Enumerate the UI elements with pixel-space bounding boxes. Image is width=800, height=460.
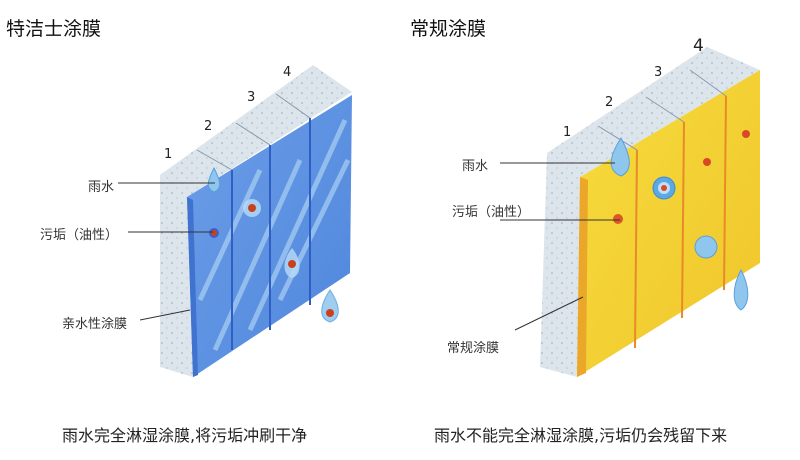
dirt-label: 污垢（油性）	[40, 228, 119, 243]
raindrop-icon	[207, 166, 221, 193]
slab-side-face	[540, 153, 580, 377]
dirt-spot	[661, 185, 667, 191]
slab-top-face	[160, 65, 352, 197]
dirt-label: 污垢（油性）	[452, 205, 531, 220]
falling-drop-icon	[321, 289, 339, 323]
slab-top-face	[547, 47, 760, 177]
panel-number: 4	[283, 65, 292, 80]
hydrophilic-coating-slab	[118, 65, 352, 377]
dirt-spot	[248, 204, 256, 212]
dirt-spot	[742, 130, 750, 138]
dirt-spot	[613, 214, 623, 224]
raindrop-icon	[610, 137, 630, 177]
left-title: 特洁士涂膜	[6, 18, 102, 40]
slab-side-face	[160, 175, 193, 377]
panel-number: 1	[164, 147, 173, 162]
right-title: 常规涂膜	[410, 18, 487, 40]
panel-dividers	[634, 95, 727, 349]
water-bead	[694, 235, 718, 259]
conventional-coating-slab	[500, 47, 760, 377]
falling-drop-icon	[733, 268, 749, 311]
panel-number: 3	[247, 90, 256, 105]
panel-number: 2	[204, 119, 213, 134]
dirt-spot	[209, 228, 219, 238]
coating-label: 常规涂膜	[447, 341, 500, 356]
rain-label: 雨水	[462, 159, 489, 174]
rain-label: 雨水	[88, 180, 115, 195]
panel-number: 1	[563, 125, 572, 140]
left-caption: 雨水完全淋湿涂膜,将污垢冲刷干净	[62, 426, 308, 445]
panel-number: 4	[693, 36, 704, 56]
slab-front-face	[577, 70, 760, 377]
dirt-spot	[703, 158, 711, 166]
coating-label: 亲水性涂膜	[62, 317, 128, 332]
panel-number: 3	[654, 65, 663, 80]
panel-dividers	[231, 118, 311, 350]
panel-number: 2	[605, 95, 614, 110]
right-caption: 雨水不能完全淋湿涂膜,污垢仍会残留下来	[434, 426, 728, 445]
dirt-spot	[288, 260, 296, 268]
